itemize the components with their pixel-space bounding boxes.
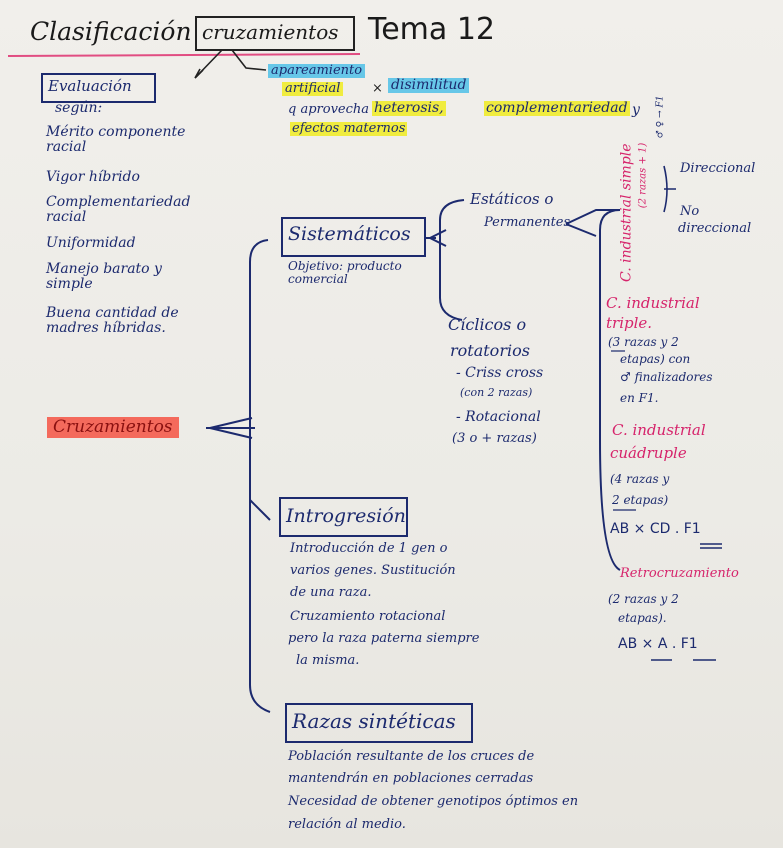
sistematicos-desc: Objetivo: producto comercial (288, 259, 402, 287)
industrial-cuadruple-desc1: (4 razas y (610, 472, 670, 486)
introgresion-line: pero la raza paterna siempre (288, 631, 480, 646)
direccional-label: Direccional (680, 161, 756, 176)
evaluation-item: Uniformidad (46, 235, 136, 251)
definition-heterosis: heterosis, (372, 100, 446, 117)
industrial-triple-desc2: etapas) con (620, 352, 691, 366)
industrial-triple-desc4: en F1. (620, 391, 659, 405)
estaticos-title: Estáticos o (470, 190, 554, 208)
ciclicos-item1: - Criss cross (456, 365, 544, 381)
sinteticas-line: Población resultante de los cruces de (288, 749, 535, 764)
retrocruzamiento-formula: AB × A . F1 (618, 636, 698, 652)
industrial-cuadruple-title1: C. industrial (612, 421, 706, 439)
sinteticas-title: Razas sintéticas (292, 709, 456, 733)
definition-aprovecha: q aprovecha (288, 102, 370, 117)
industrial-simple-side-note: ♂ ♀ → F1 (655, 95, 666, 139)
industrial-cuadruple-formula: AB × CD . F1 (610, 521, 701, 537)
definition-complementariedad: complementariedad (484, 100, 630, 117)
introgresion-line: de una raza. (290, 585, 372, 600)
evaluation-title: Evaluación (48, 77, 132, 95)
header-title-part1: Clasificación (30, 17, 192, 46)
industrial-cuadruple-title2: cuádruple (610, 444, 687, 462)
ciclicos-item2: - Rotacional (456, 409, 541, 425)
introgresion-line: la misma. (296, 653, 360, 668)
evaluation-subtitle: según: (55, 100, 103, 116)
ciclicos-title1: Cíclicos o (448, 315, 527, 334)
no-direccional-label-2: direccional (678, 221, 752, 236)
introgresion-title: Introgresión (286, 505, 406, 527)
definition-artificial: artificial (282, 81, 344, 97)
ciclicos-item1-note: (con 2 razas) (460, 386, 533, 399)
evaluation-item: Manejo barato y simple (46, 261, 162, 293)
definition-y: y (632, 102, 640, 118)
industrial-simple-note: (2 razas + 1) (637, 142, 649, 209)
retrocruzamiento-title: Retrocruzamiento (620, 566, 739, 581)
ciclicos-item2-note: (3 o + razas) (452, 431, 537, 446)
definition-times: × (372, 81, 383, 96)
header-title-part2: cruzamientos (202, 20, 339, 44)
evaluation-item: Complementariedad racial (46, 194, 191, 226)
sinteticas-line: relación al medio. (288, 817, 406, 832)
introgresion-line: varios genes. Sustitución (290, 563, 456, 578)
definition-apareamiento: apareamiento (268, 63, 366, 79)
root-node-cruzamientos: Cruzamientos (47, 417, 179, 438)
evaluation-item: Buena cantidad de madres híbridas. (46, 305, 179, 337)
industrial-cuadruple-desc2: 2 etapas) (612, 493, 669, 507)
introgresion-line: Cruzamiento rotacional (290, 609, 446, 624)
definition-efectos: efectos maternos (290, 121, 408, 137)
evaluation-item: Vigor híbrido (46, 169, 140, 185)
industrial-simple-title: C. industrial simple (618, 143, 635, 282)
topic-title: Tema 12 (368, 12, 496, 47)
introgresion-line: Introducción de 1 gen o (290, 541, 448, 556)
retrocruzamiento-desc1: (2 razas y 2 (608, 592, 679, 606)
sinteticas-line: Necesidad de obtener genotipos óptimos e… (288, 794, 579, 809)
ciclicos-title2: rotatorios (450, 341, 530, 360)
sinteticas-line: mantendrán en poblaciones cerradas (288, 771, 534, 786)
industrial-triple-desc3: ♂ finalizadores (620, 370, 713, 384)
estaticos-title2: Permanentes (484, 215, 571, 230)
evaluation-item: Mérito componente racial (46, 124, 186, 156)
retrocruzamiento-desc2: etapas). (618, 611, 667, 625)
industrial-triple-desc1: (3 razas y 2 (608, 335, 679, 349)
no-direccional-label-1: No (680, 204, 700, 219)
industrial-triple-title: C. industrial triple. (606, 294, 700, 333)
definition-disimilitud: disimilitud (388, 77, 470, 94)
sistematicos-title: Sistemáticos (288, 223, 411, 245)
